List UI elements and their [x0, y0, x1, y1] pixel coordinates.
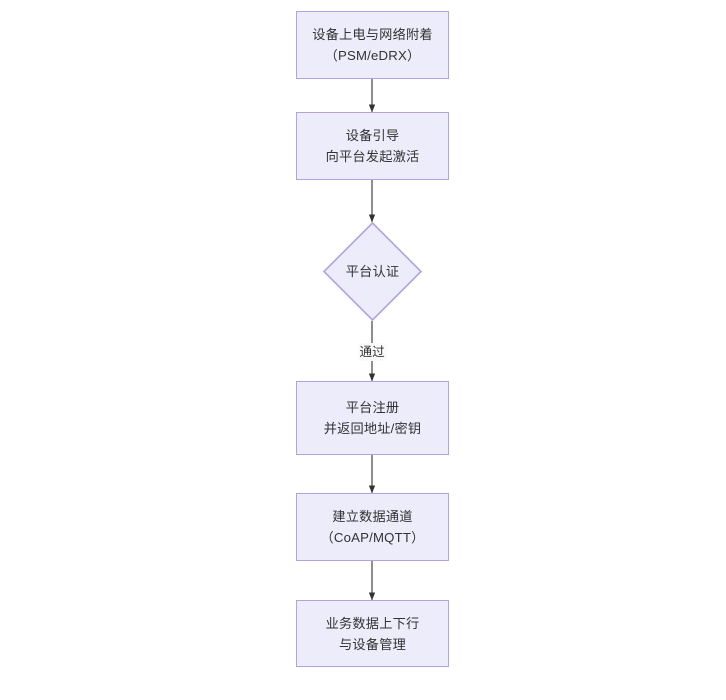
flow-node-n6[interactable]: 业务数据上下行 与设备管理 — [296, 600, 449, 667]
edge-label-e3: 通过 — [357, 343, 387, 361]
flow-node-label: 平台认证 — [345, 264, 400, 279]
flow-node-label: 设备引导 向平台发起激活 — [325, 128, 420, 164]
flow-node-n3[interactable]: 平台认证 — [323, 222, 422, 321]
flow-node-n2[interactable]: 设备引导 向平台发起激活 — [296, 112, 449, 180]
flow-node-label: 建立数据通道 （CoAP/MQTT） — [320, 509, 425, 545]
flow-node-n4[interactable]: 平台注册 并返回地址/密钥 — [296, 381, 449, 455]
flow-node-n1[interactable]: 设备上电与网络附着 （PSM/eDRX） — [296, 11, 449, 79]
flow-node-label: 业务数据上下行 与设备管理 — [325, 615, 420, 652]
flow-node-label: 设备上电与网络附着 （PSM/eDRX） — [312, 27, 433, 63]
diamond-shape — [323, 222, 422, 321]
diamond-text-wrap: 平台认证 — [323, 222, 422, 321]
flow-node-n5[interactable]: 建立数据通道 （CoAP/MQTT） — [296, 493, 449, 561]
flow-node-label: 平台注册 并返回地址/密钥 — [323, 400, 422, 436]
